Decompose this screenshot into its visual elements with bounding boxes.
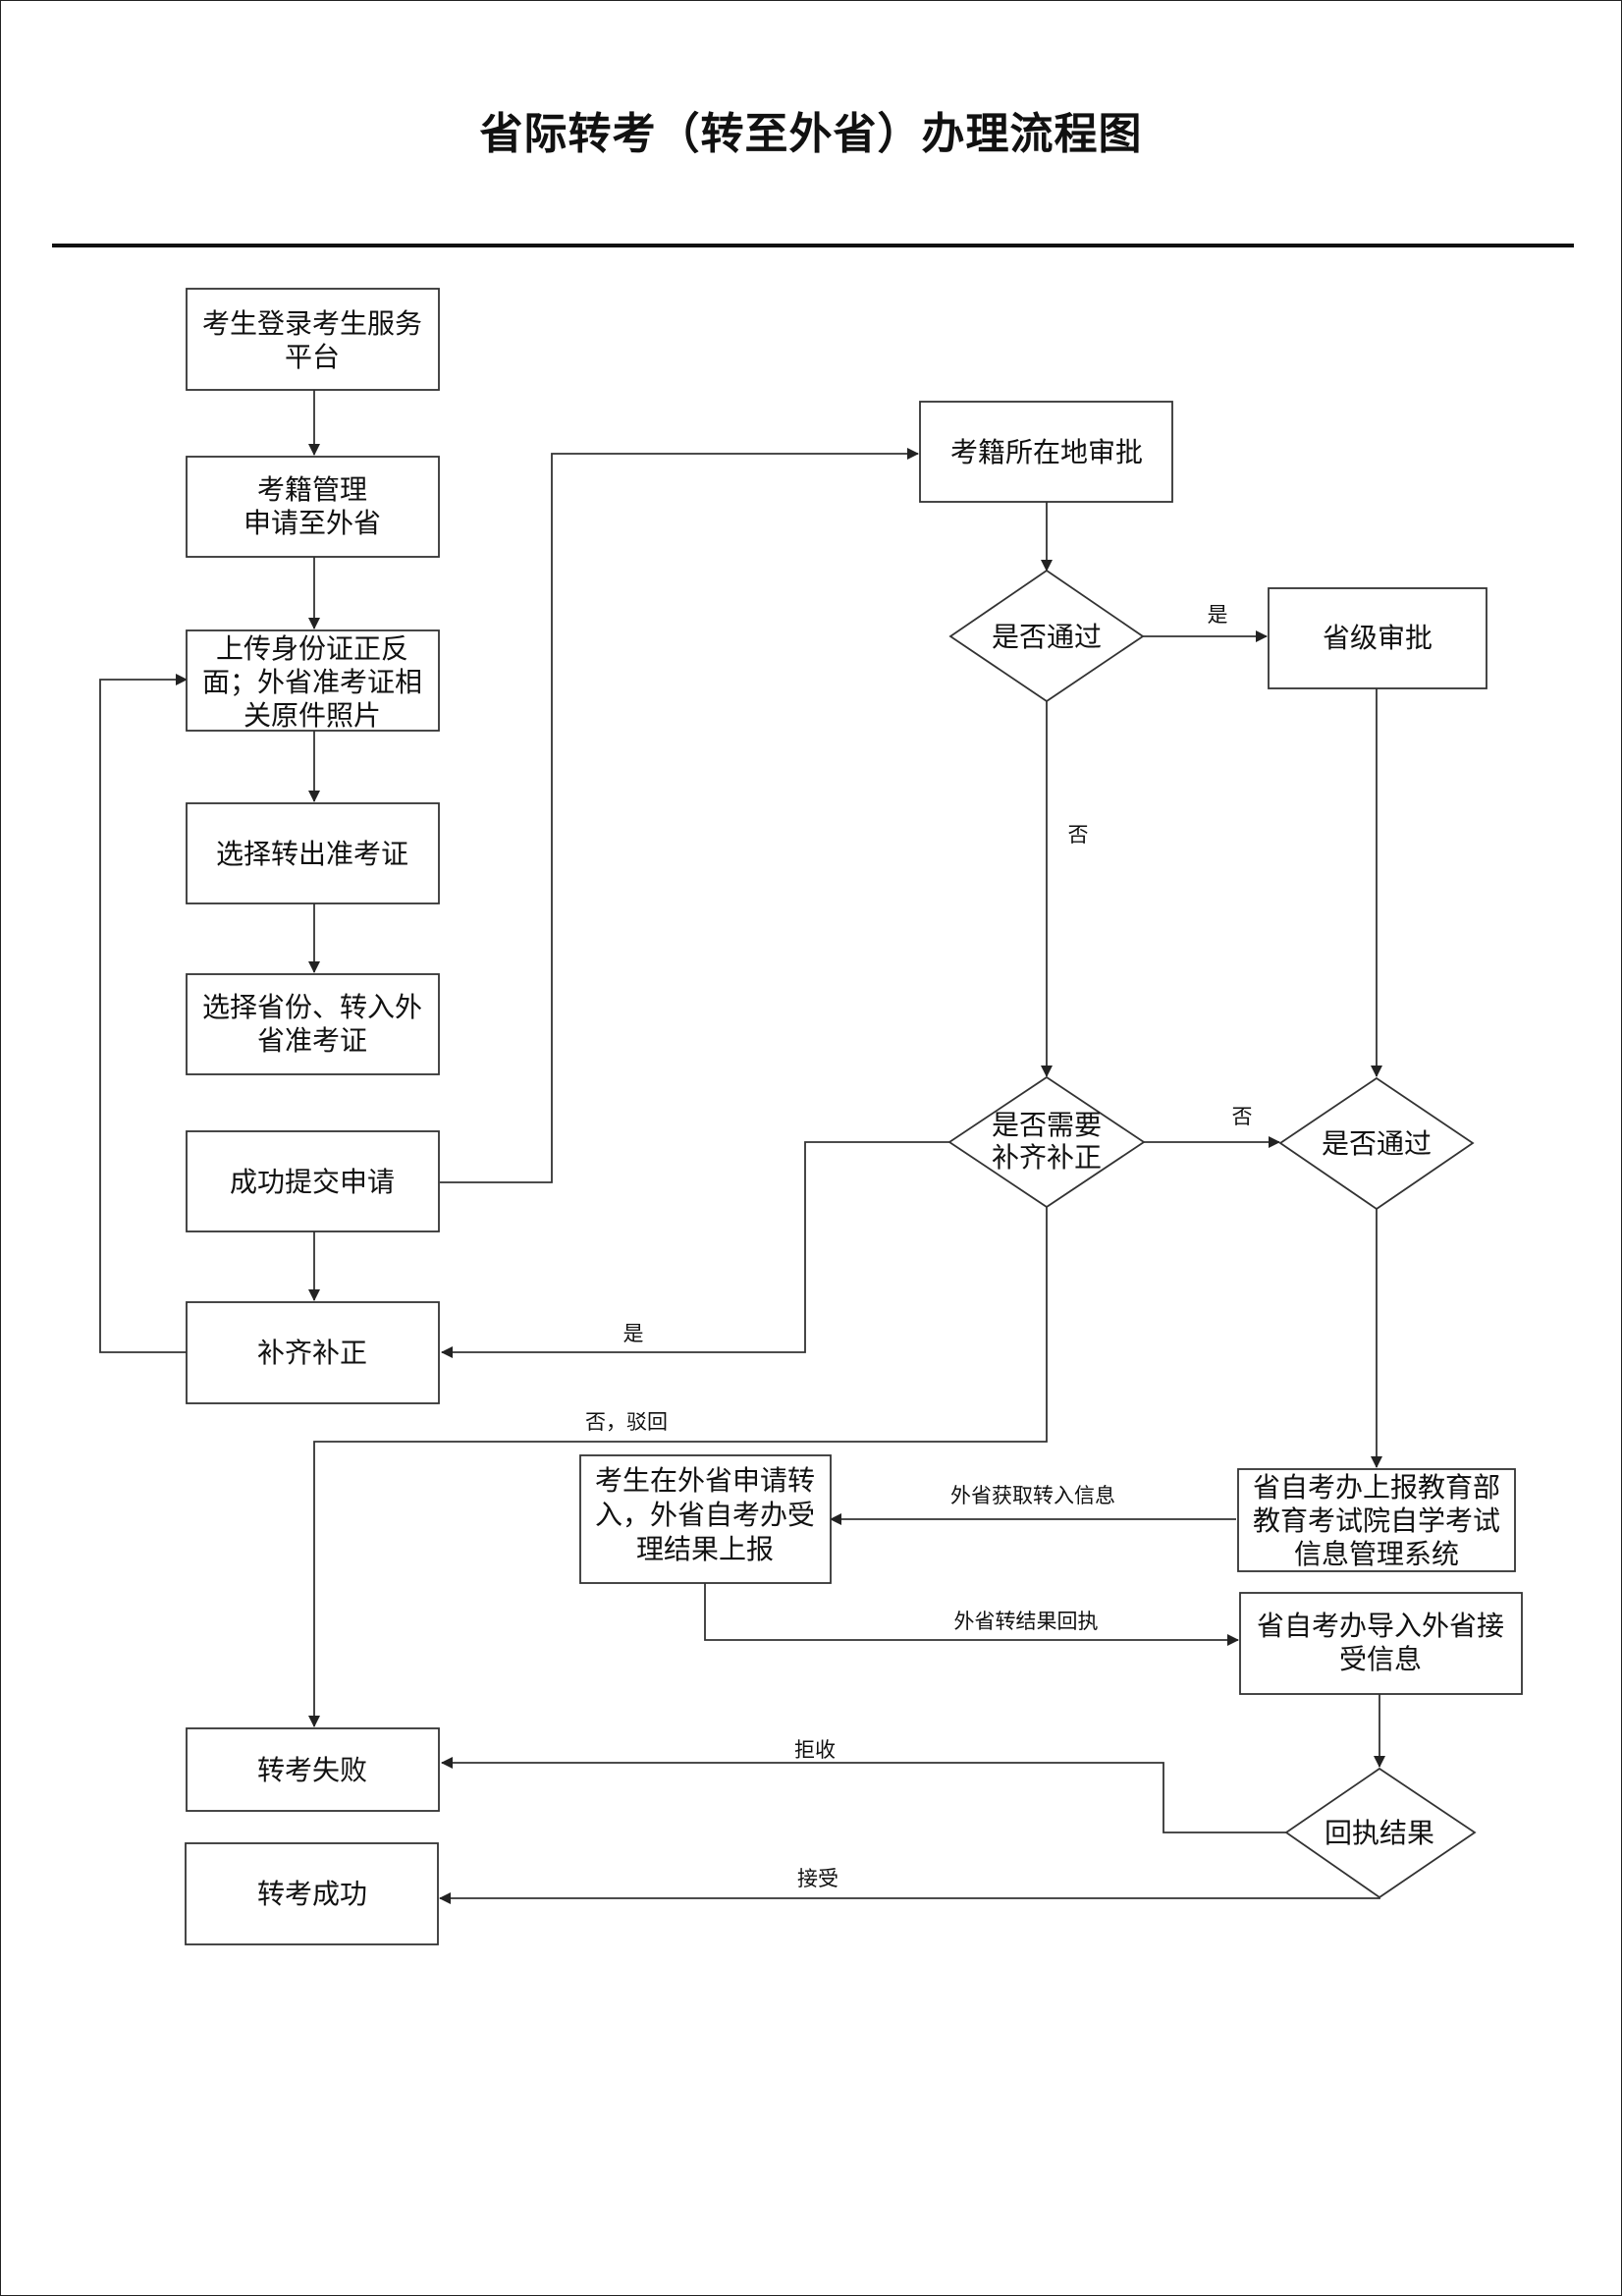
node-other-province: 考生在外省申请转 入，外省自考办受 理结果上报 <box>579 1454 832 1584</box>
node-other-province-line-2: 入，外省自考办受 <box>595 1499 815 1531</box>
node-fail-line-1: 转考失败 <box>257 1754 367 1786</box>
edge-label-receipt-back: 外省转结果回执 <box>954 1610 1099 1633</box>
node-import-info-line-1: 省自考办导入外省接 <box>1257 1610 1504 1642</box>
node-report-system-line-2: 教育考试院自学考试 <box>1253 1504 1500 1537</box>
node-report-system-line-3: 信息管理系统 <box>1294 1538 1459 1570</box>
node-upload-line-2: 面；外省准考证相 <box>202 666 422 698</box>
node-upload: 上传身份证正反 面；外省准考证相 关原件照片 <box>186 629 440 732</box>
node-select-province-line-2: 省准考证 <box>257 1024 367 1057</box>
edge-receipt-success <box>439 1892 1380 1904</box>
node-upload-line-3: 关原件照片 <box>243 699 381 732</box>
node-apply-line-2: 申请至外省 <box>243 507 381 539</box>
connectors <box>99 390 1385 1904</box>
node-select-out: 选择转出准考证 <box>186 802 440 904</box>
node-other-province-line-1: 考生在外省申请转 <box>595 1464 815 1497</box>
node-import-info: 省自考办导入外省接 受信息 <box>1239 1592 1523 1695</box>
edge-label-yes1: 是 <box>1208 603 1228 627</box>
edge-labels: 是 否 否 是 否，驳回 外省获取转入信息 外省转结果回执 拒收 接受 <box>585 603 1253 1890</box>
page-title: 省际转考（转至外省）办理流程图 <box>479 109 1143 159</box>
node-pass1-decision: 是否通过 <box>948 569 1145 703</box>
node-other-province-line-3: 理结果上报 <box>636 1533 774 1565</box>
node-supplement: 补齐补正 <box>186 1301 440 1404</box>
node-local-approval-line-1: 考籍所在地审批 <box>950 436 1143 468</box>
edge-label-no1: 否 <box>1068 823 1089 847</box>
node-select-province: 选择省份、转入外 省准考证 <box>186 973 440 1075</box>
node-import-info-line-2: 受信息 <box>1339 1643 1422 1675</box>
node-pass2-decision: 是否通过 <box>1278 1076 1475 1211</box>
edge-need-supplement <box>441 1141 949 1358</box>
node-provincial-approval: 省级审批 <box>1268 587 1487 689</box>
node-upload-line-1: 上传身份证正反 <box>216 632 408 665</box>
node-provincial-approval-line-1: 省级审批 <box>1323 622 1433 654</box>
node-report-system-line-1: 省自考办上报教育部 <box>1253 1471 1500 1503</box>
node-need-supplement-line-1: 是否需要 <box>992 1109 1102 1141</box>
node-report-system: 省自考办上报教育部 教育考试院自学考试 信息管理系统 <box>1237 1468 1516 1572</box>
edge-label-yes2: 是 <box>623 1322 644 1345</box>
edge-other-import <box>704 1583 1239 1646</box>
node-receipt-decision: 回执结果 <box>1284 1767 1477 1899</box>
node-success-line-1: 转考成功 <box>257 1878 367 1910</box>
edge-label-no2: 否 <box>1232 1105 1253 1128</box>
edge-label-reject-back: 否，驳回 <box>585 1410 668 1434</box>
edge-label-get-info: 外省获取转入信息 <box>950 1484 1115 1507</box>
node-success: 转考成功 <box>185 1842 439 1945</box>
node-login: 考生登录考生服务 平台 <box>186 288 440 391</box>
edge-receipt-fail <box>441 1757 1286 1833</box>
node-login-line-1: 考生登录考生服务 <box>202 307 422 340</box>
node-apply-line-1: 考籍管理 <box>257 473 367 506</box>
edge-submit-local <box>440 448 919 1183</box>
node-submit: 成功提交申请 <box>186 1130 440 1232</box>
edge-label-refuse: 拒收 <box>794 1738 836 1762</box>
node-pass2-line-1: 是否通过 <box>1322 1127 1432 1160</box>
node-fail: 转考失败 <box>186 1727 440 1812</box>
edge-need-fail <box>308 1207 1048 1727</box>
edge-supplement-upload <box>99 674 188 1353</box>
node-need-supplement-decision: 是否需要 补齐补正 <box>947 1075 1146 1209</box>
edge-label-accept: 接受 <box>797 1867 838 1890</box>
node-pass1-line-1: 是否通过 <box>992 621 1102 653</box>
title-divider <box>52 244 1574 247</box>
node-need-supplement-line-2: 补齐补正 <box>992 1141 1102 1174</box>
node-apply: 考籍管理 申请至外省 <box>186 456 440 558</box>
node-select-province-line-1: 选择省份、转入外 <box>202 991 422 1023</box>
node-local-approval: 考籍所在地审批 <box>919 401 1173 503</box>
node-supplement-line-1: 补齐补正 <box>257 1337 367 1369</box>
node-receipt-line-1: 回执结果 <box>1325 1817 1434 1849</box>
node-login-line-2: 平台 <box>285 341 340 373</box>
node-submit-line-1: 成功提交申请 <box>230 1166 395 1198</box>
node-select-out-line-1: 选择转出准考证 <box>216 838 408 870</box>
